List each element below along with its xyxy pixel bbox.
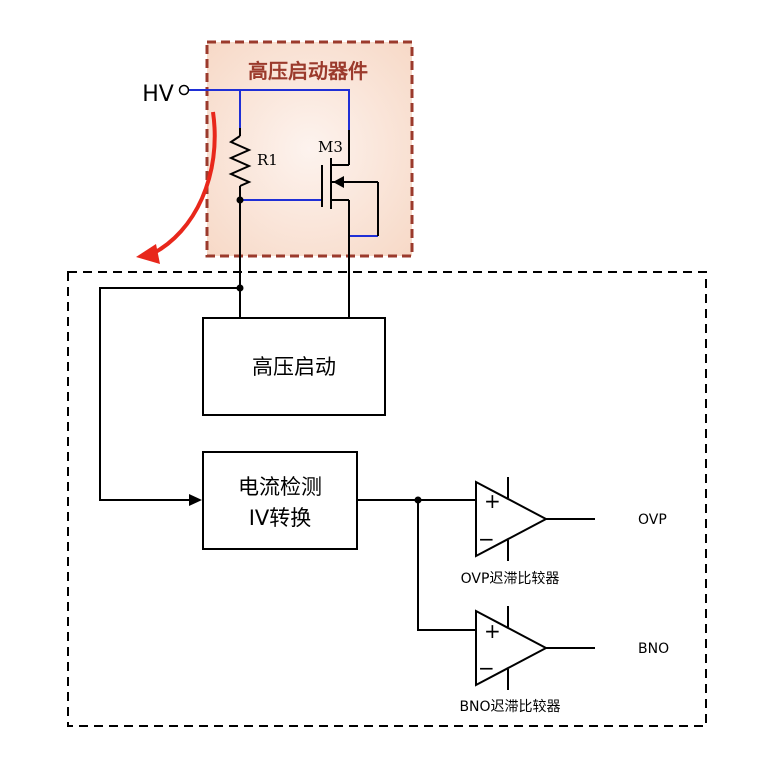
ovp-plus-sign: +: [484, 489, 501, 513]
junction-dot: [236, 196, 244, 204]
mosfet-label: M3: [318, 138, 343, 156]
current-arrow-head-icon: [136, 244, 160, 264]
hv-device-title: 高压启动器件: [248, 59, 368, 83]
current-detect-block: [202, 451, 358, 550]
current-flow-arrow: [151, 111, 217, 256]
bno-minus-sign: −: [478, 656, 495, 680]
arrow-head-icon: [189, 494, 202, 506]
junction-dot: [236, 284, 244, 292]
hv-terminal: [178, 84, 190, 96]
mosfet-arrow-icon: [333, 176, 344, 188]
hv-label: HV: [142, 82, 174, 107]
hv-startup-label: 高压启动: [252, 355, 336, 379]
mosfet-m3: [321, 130, 379, 236]
controller-outline: [67, 271, 707, 727]
resistor-label: R1: [257, 151, 278, 169]
bno-plus-sign: +: [484, 619, 501, 643]
current-detect-label-line2: IV转换: [249, 506, 312, 530]
hv-startup-block: [202, 317, 386, 416]
current-detect-label-line1: 电流检测: [238, 475, 322, 499]
bno-comparator: [475, 606, 549, 690]
ovp-comparator-caption: OVP迟滞比较器: [461, 571, 560, 587]
ovp-minus-sign: −: [478, 527, 495, 551]
device-wiring: [188, 89, 378, 237]
main-wiring: [99, 200, 595, 649]
bno-comparator-caption: BNO迟滞比较器: [459, 699, 560, 715]
junction-dot: [414, 496, 422, 504]
bno-output-label: BNO: [638, 641, 669, 657]
ovp-output-label: OVP: [638, 512, 667, 528]
ovp-comparator: [475, 477, 549, 561]
